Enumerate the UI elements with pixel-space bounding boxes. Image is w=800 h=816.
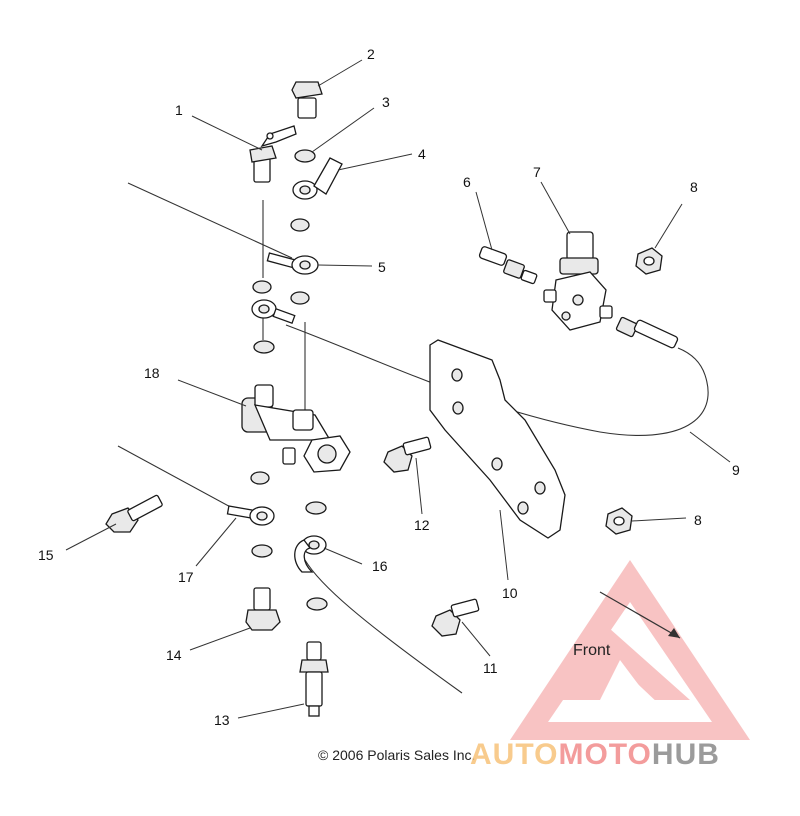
part-5-banjo	[266, 252, 319, 275]
callout-6: 6	[463, 174, 471, 190]
callout-9: 9	[732, 462, 740, 478]
part-1-switch	[249, 125, 297, 183]
part-17-banjo	[226, 505, 275, 526]
line-from-fitting-16	[304, 559, 463, 694]
callout-14: 14	[166, 647, 182, 663]
watermark-hub: HUB	[652, 738, 720, 771]
callout-3: 3	[382, 94, 390, 110]
part-12-bolt	[383, 436, 432, 473]
callout-7: 7	[533, 164, 541, 180]
line-to-fitting-5	[127, 182, 293, 259]
callout-2: 2	[367, 46, 375, 62]
callout-11: 11	[483, 660, 498, 676]
washer-left-2	[253, 340, 275, 354]
callout-13: 13	[214, 712, 230, 728]
part-10-bracket	[429, 339, 566, 539]
callout-4: 4	[418, 146, 426, 162]
washer-left-4	[251, 544, 273, 558]
part-13-stud	[299, 641, 329, 717]
part-16-banjo	[294, 535, 327, 573]
part-14-bolt	[245, 587, 281, 631]
washer-left-1	[252, 280, 272, 294]
part-11-bolt	[431, 598, 480, 637]
front-label: Front	[573, 642, 611, 659]
callout-16: 16	[372, 558, 388, 574]
callout-10: 10	[502, 585, 518, 601]
callout-numbers: 1 2 3 4 5 6 7 8 9 10 11 12 13 14 15 16 1…	[38, 46, 740, 728]
line-9-fitting	[615, 316, 679, 349]
washer-right-2	[305, 501, 327, 515]
watermark-text: AUTOMOTOHUB	[470, 738, 720, 771]
watermark-auto: AUTO	[470, 738, 558, 771]
line-to-fitting-17	[117, 445, 237, 511]
part-18-valve	[241, 384, 351, 473]
callout-8-upper: 8	[690, 179, 698, 195]
watermark-m-cut	[605, 672, 660, 705]
callout-18: 18	[144, 365, 160, 381]
washer-left-3	[250, 471, 270, 485]
part-2-banjo-bolt	[291, 81, 323, 119]
callout-17: 17	[178, 569, 194, 585]
callout-1: 1	[175, 102, 183, 118]
part-4-banjo-hose	[292, 157, 343, 200]
banjo-left-middle	[251, 299, 296, 325]
part-7-switch-block	[543, 231, 613, 331]
washer-3	[294, 149, 316, 163]
callout-15: 15	[38, 547, 54, 563]
callout-8-lower: 8	[694, 512, 702, 528]
part-6-fitting	[478, 246, 538, 285]
leader-lines	[65, 59, 731, 719]
part-15-bolt	[105, 494, 163, 533]
washer-right-1	[290, 291, 310, 305]
callout-5: 5	[378, 259, 386, 275]
watermark-m-shape	[560, 620, 690, 700]
brake-line-9	[285, 324, 709, 436]
washer-right-3	[306, 597, 328, 611]
front-arrow-head	[668, 628, 680, 638]
copyright-text: © 2006 Polaris Sales Inc.	[318, 747, 475, 763]
callout-12: 12	[414, 517, 430, 533]
watermark-moto: MOTO	[558, 738, 651, 771]
washer-upper-right	[290, 218, 310, 232]
watermark-logo	[510, 560, 750, 740]
front-arrow-line	[599, 591, 681, 639]
